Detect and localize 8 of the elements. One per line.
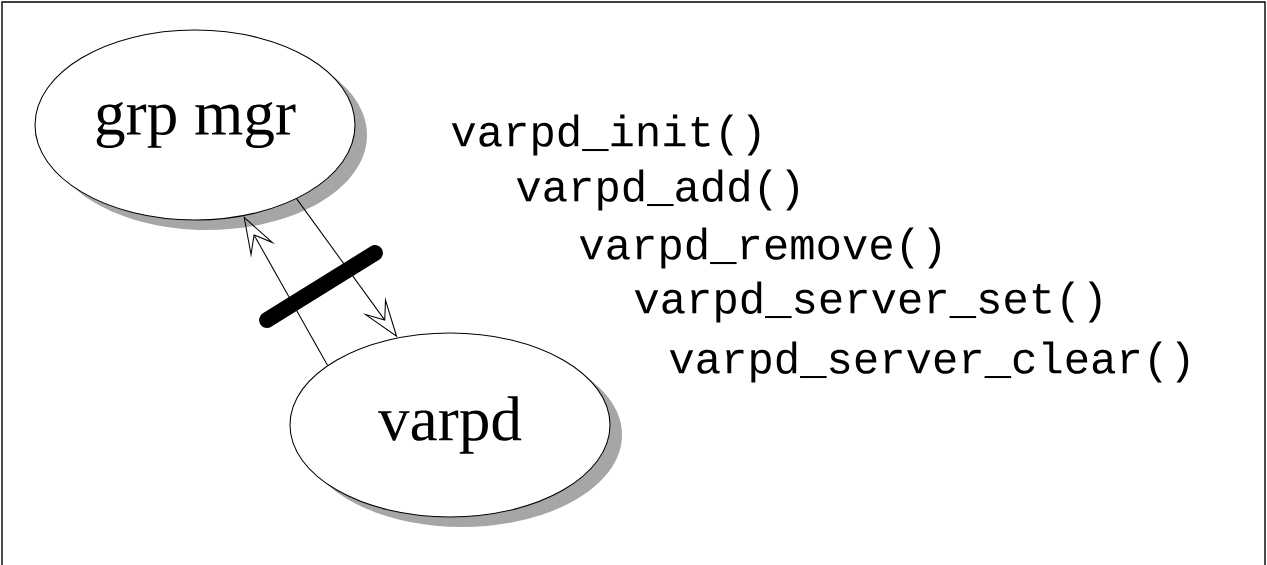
ellipse-node: varpd <box>289 332 622 527</box>
function-name: varpd_server_set() <box>634 281 1101 323</box>
function-name: varpd_server_clear() <box>669 341 1189 383</box>
function-name: varpd_remove() <box>579 227 940 269</box>
arrow <box>243 216 328 366</box>
function-name: varpd_add() <box>516 169 798 211</box>
ellipse-node: grp mgr <box>34 29 367 230</box>
function-name: varpd_init() <box>451 114 760 156</box>
